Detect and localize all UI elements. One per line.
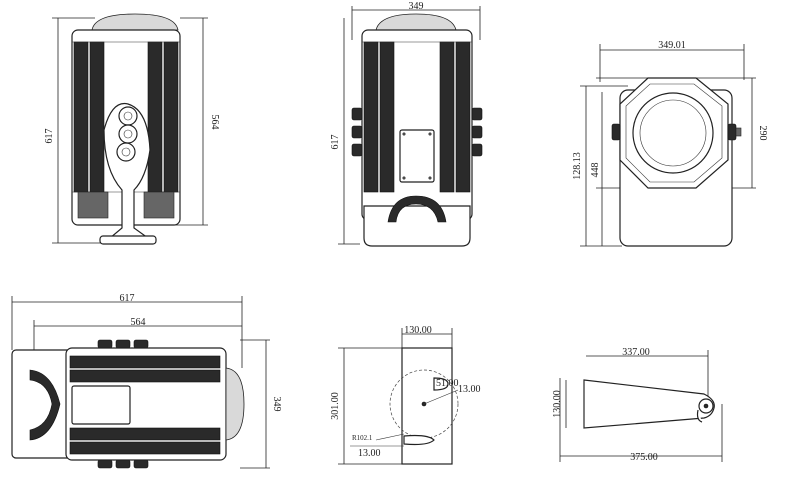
top-length-body-label: 564 — [131, 317, 146, 328]
rear-height-a-label: 128.13 — [572, 152, 583, 180]
bracket-slot-b-label: 13.00 — [458, 384, 481, 395]
bracket-view: 130.00 301.00 51.00 13.00 R102.1 13.00 — [330, 325, 481, 465]
front-height-label: 617 — [330, 135, 341, 150]
rear-height-c-label: 290 — [757, 126, 768, 141]
top-width-label: 349 — [271, 397, 282, 412]
front-width-label: 349 — [409, 1, 424, 12]
bracket-radius-label: R102.1 — [352, 434, 373, 442]
rear-view: 349.01 290 128.13 448 — [572, 40, 768, 247]
top-view: 617 564 349 — [11, 293, 282, 469]
side-height-total-label: 617 — [44, 129, 55, 144]
bracket-offset-label: 13.00 — [358, 448, 381, 459]
arm-length-a-label: 337.00 — [622, 347, 650, 358]
rear-height-b-label: 448 — [590, 163, 601, 178]
arm-width-label: 130.00 — [552, 390, 563, 418]
side-view: 617 564 — [44, 13, 220, 245]
arm-length-b-label: 375.00 — [630, 452, 658, 463]
front-view: 349 617 — [330, 1, 483, 247]
rear-width-label: 349.01 — [658, 40, 686, 51]
side-height-body-label: 564 — [209, 115, 220, 130]
bracket-width-label: 130.00 — [404, 325, 432, 336]
arm-view: 337.00 375.00 130.00 — [552, 347, 723, 463]
top-length-total-label: 617 — [120, 293, 135, 304]
bracket-slot-a-label: 51.00 — [436, 378, 459, 389]
bracket-height-label: 301.00 — [330, 392, 341, 420]
